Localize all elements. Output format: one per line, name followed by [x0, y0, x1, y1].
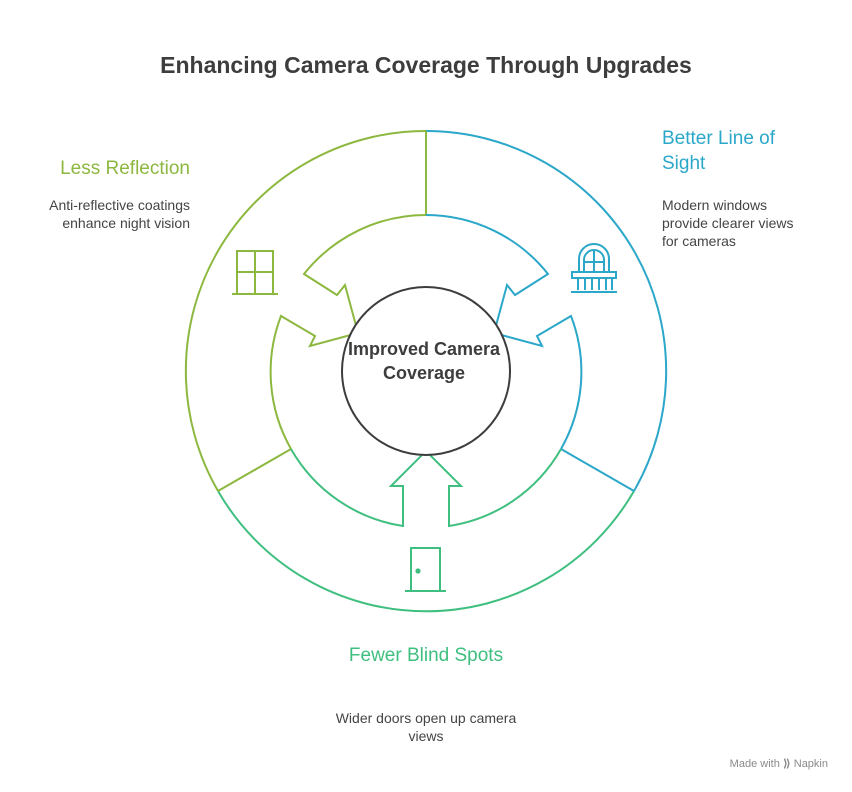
door-icon [405, 547, 446, 592]
outer-ring-left [184, 130, 427, 492]
diagram-title: Enhancing Camera Coverage Through Upgrad… [160, 52, 692, 78]
blind-spots-heading: Fewer Blind Spots [348, 645, 504, 666]
less-reflection-description: Anti-reflective coatings enhance night v… [49, 197, 190, 231]
window-icon [232, 250, 278, 295]
outer-ring-bottom [217, 490, 635, 613]
line-of-sight-heading: Better Line of Sight [662, 128, 776, 174]
blind-spots-description: Wider doors open up camera views [335, 710, 517, 744]
footer-brand: Napkin [793, 758, 828, 770]
footer-prefix: Made with [729, 758, 780, 770]
center-label: Improved Camera Coverage [347, 339, 501, 383]
less-reflection-heading: Less Reflection [60, 158, 190, 179]
center-circle [341, 286, 511, 456]
napkin-attribution[interactable]: Made with⟫Napkin [730, 757, 828, 770]
balcony-window-icon [571, 243, 617, 293]
divider-right [560, 448, 635, 492]
napkin-logo-icon: ⟫ [782, 758, 791, 770]
line-of-sight-description: Modern windows provide clearer views for… [662, 197, 794, 249]
outer-ring-right [425, 130, 668, 492]
divider-left [217, 448, 292, 492]
arrow-bottom [290, 448, 562, 528]
